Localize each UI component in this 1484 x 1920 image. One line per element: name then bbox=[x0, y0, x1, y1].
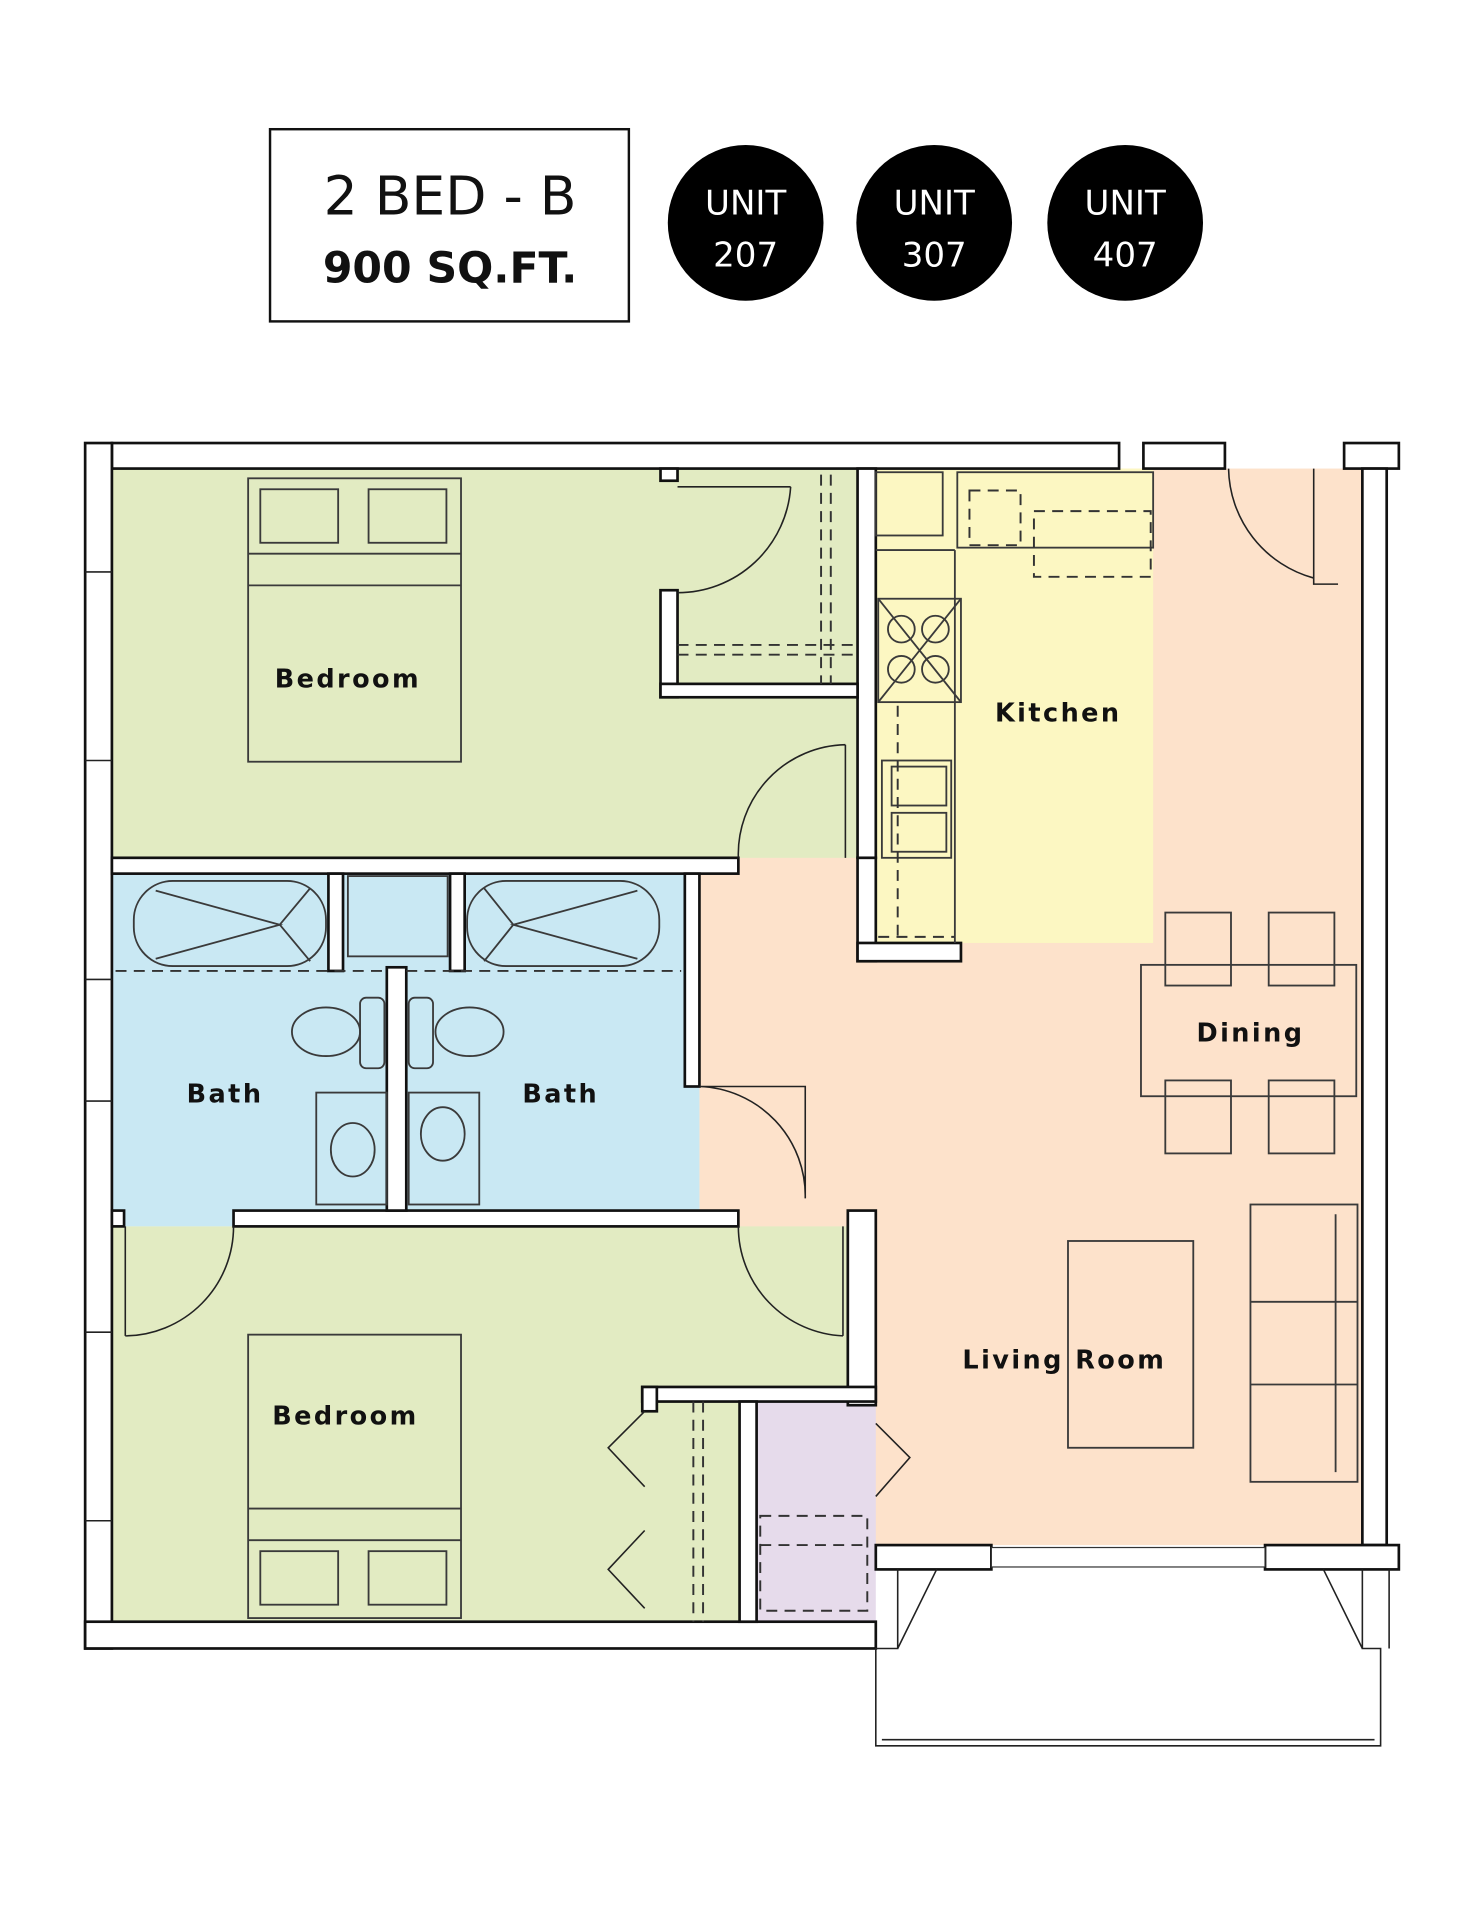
plan-name: 2 BED - B bbox=[324, 164, 577, 227]
label-kitchen: Kitchen bbox=[995, 699, 1122, 729]
bed-bottom bbox=[247, 1333, 462, 1619]
dining-set bbox=[1140, 911, 1358, 1155]
unit-label: UNIT bbox=[1085, 183, 1166, 223]
unit-label: UNIT bbox=[705, 183, 786, 223]
unit-number: 407 bbox=[1093, 236, 1158, 276]
bedroom-bottom-area bbox=[111, 1226, 858, 1622]
closet-area bbox=[756, 1399, 876, 1622]
label-living-room: Living Room bbox=[962, 1346, 1166, 1376]
doors bbox=[124, 468, 1339, 1622]
unit-badge-407: UNIT 407 bbox=[1047, 145, 1204, 301]
plan-title-box: 2 BED - B 900 SQ.FT. bbox=[268, 127, 631, 323]
living-furniture bbox=[1067, 1203, 1359, 1483]
unit-number: 307 bbox=[902, 236, 967, 276]
unit-label: UNIT bbox=[894, 183, 975, 223]
closet-shelf bbox=[759, 1514, 869, 1612]
bath-fixtures bbox=[115, 875, 682, 1206]
bedroom-top-area bbox=[111, 468, 858, 858]
exterior-walls bbox=[83, 441, 1401, 1650]
label-bedroom-top: Bedroom bbox=[275, 665, 421, 695]
interior-walls bbox=[110, 467, 963, 1624]
unit-number: 207 bbox=[713, 236, 778, 276]
label-dining: Dining bbox=[1196, 1018, 1304, 1048]
label-bath-right: Bath bbox=[522, 1079, 599, 1109]
plan-area: 900 SQ.FT. bbox=[323, 243, 577, 293]
label-bedroom-bottom: Bedroom bbox=[272, 1402, 418, 1432]
unit-badge-307: UNIT 307 bbox=[856, 145, 1013, 301]
unit-badge-207: UNIT 207 bbox=[667, 145, 824, 301]
label-bath-left: Bath bbox=[187, 1079, 264, 1109]
room-fills bbox=[111, 468, 1363, 1622]
bed-top bbox=[247, 477, 462, 763]
kitchen-fixtures bbox=[874, 471, 1155, 943]
balcony bbox=[875, 1569, 1390, 1747]
